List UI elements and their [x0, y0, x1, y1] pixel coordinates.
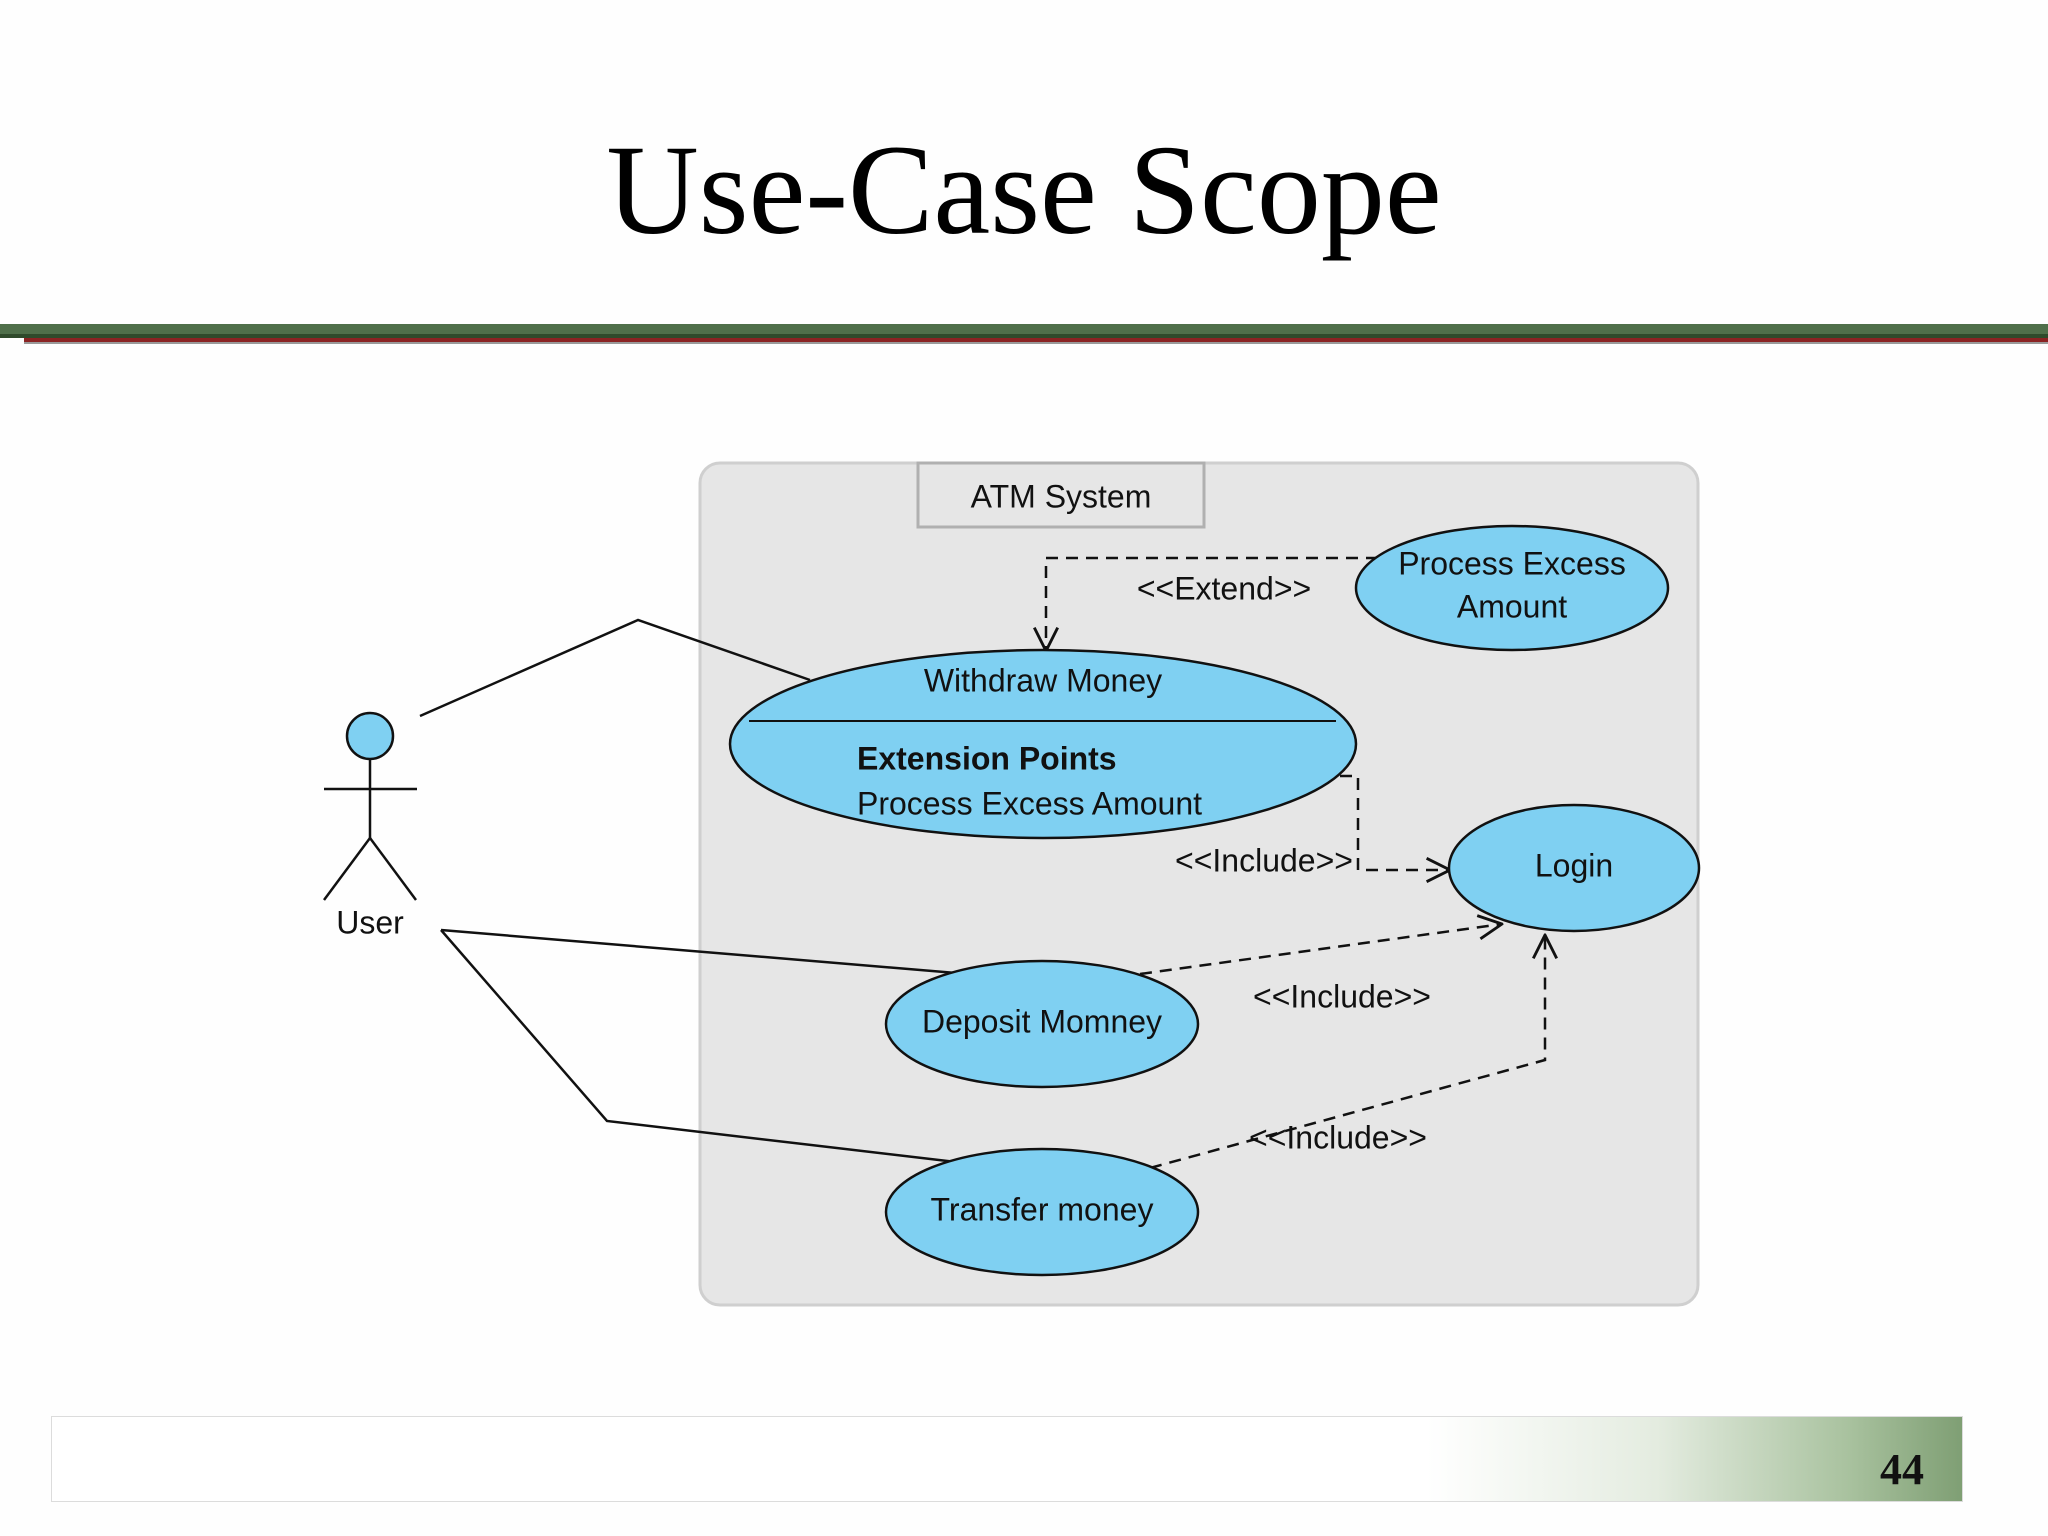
slide-title: Use-Case Scope — [606, 119, 1442, 261]
use-case-login: Login — [1447, 803, 1701, 933]
use-case-login-label: Login — [1535, 847, 1613, 883]
use-case-withdraw-money-label: Withdraw Money — [924, 662, 1162, 698]
include-label-withdraw: <<Include>> — [1175, 842, 1353, 878]
title-rule — [0, 324, 2048, 344]
include-label-deposit: <<Include>> — [1253, 978, 1431, 1014]
actor-right-leg — [368, 837, 418, 901]
include-label-transfer: <<Include>> — [1249, 1119, 1427, 1155]
title-rule-green — [0, 324, 2048, 334]
use-case-transfer-money: Transfer money — [884, 1147, 1200, 1277]
title-rule-dark — [0, 334, 2048, 338]
actor-user: User — [322, 711, 418, 940]
system-name-box — [916, 461, 1206, 529]
use-case-deposit-money-label: Deposit Momney — [922, 1003, 1162, 1039]
use-case-withdraw-money: Withdraw Money Extension Points Process … — [728, 648, 1358, 840]
title-rule-red — [24, 338, 2048, 342]
page-number: 44 — [1880, 1445, 1924, 1494]
association-user-withdraw — [419, 618, 811, 718]
use-case-process-excess-amount-shape — [1354, 524, 1670, 652]
extend-label: <<Extend>> — [1137, 570, 1311, 606]
extension-points-heading: Extension Points — [857, 740, 1117, 776]
include-arrow-withdraw-login — [1340, 774, 1450, 870]
use-case-deposit-money-shape — [884, 959, 1200, 1089]
use-case-withdraw-money-shape — [728, 648, 1358, 840]
association-user-transfer — [440, 929, 957, 1164]
use-case-process-excess-amount: Process Excess Amount — [1354, 524, 1670, 652]
use-case-process-excess-amount-line2: Amount — [1457, 588, 1567, 624]
extend-arrow — [1046, 556, 1378, 651]
stick-figure-icon — [322, 711, 418, 901]
title-rule-grey — [24, 342, 2048, 344]
include-arrow-transfer-login — [1149, 935, 1545, 1170]
extension-point-item: Process Excess Amount — [857, 785, 1202, 821]
use-case-transfer-money-label: Transfer money — [931, 1191, 1154, 1227]
association-user-deposit — [440, 928, 969, 976]
use-case-transfer-money-shape — [884, 1147, 1200, 1277]
footer-bar: 44 — [51, 1416, 1963, 1502]
include-arrow-deposit-login — [1139, 924, 1502, 976]
actor-left-leg — [322, 837, 372, 901]
actor-label: User — [336, 904, 404, 940]
use-case-deposit-money: Deposit Momney — [884, 959, 1200, 1089]
actor-head — [345, 711, 395, 761]
use-case-process-excess-amount-line1: Process Excess — [1398, 545, 1626, 581]
use-case-login-shape — [1447, 803, 1701, 933]
system-name: ATM System — [971, 478, 1152, 514]
